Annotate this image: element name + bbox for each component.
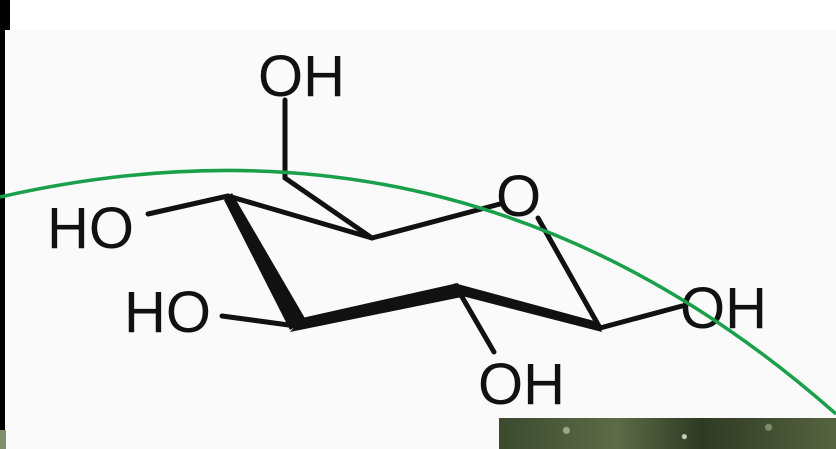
- label-ring-o: O: [496, 164, 541, 229]
- bond-c4-c5: [225, 193, 375, 241]
- top-band: [0, 0, 836, 30]
- bond-c2-oh: [455, 287, 497, 355]
- bond-c1-oh: [597, 303, 685, 331]
- wedge-bonds: [224, 193, 602, 332]
- structure-panel: [5, 30, 836, 449]
- bond-ho-left: [145, 193, 231, 217]
- bonds: [145, 97, 685, 355]
- label-lower-ho: HO: [124, 280, 211, 345]
- left-edge-bar: [0, 30, 5, 449]
- label-left-ho: HO: [47, 196, 134, 261]
- bond-o-c1: [535, 215, 603, 331]
- label-right-oh: OH: [680, 276, 767, 341]
- photo-thumbnail: [499, 418, 836, 449]
- photo-edge-left: [0, 430, 6, 449]
- bond-c5-c6: [282, 175, 375, 241]
- atom-labels: OH HO HO O OH OH: [47, 44, 767, 417]
- label-top-oh: OH: [258, 44, 345, 109]
- label-bottom-oh: OH: [478, 352, 565, 417]
- bond-ho-lower: [219, 313, 299, 329]
- green-arc: [0, 168, 836, 416]
- wedge-c4-c3: [224, 193, 306, 330]
- bond-c5-o: [369, 201, 503, 241]
- corner-mark: [0, 0, 10, 30]
- wedge-c2-c1: [454, 283, 602, 332]
- wedge-c3-c2: [290, 283, 462, 332]
